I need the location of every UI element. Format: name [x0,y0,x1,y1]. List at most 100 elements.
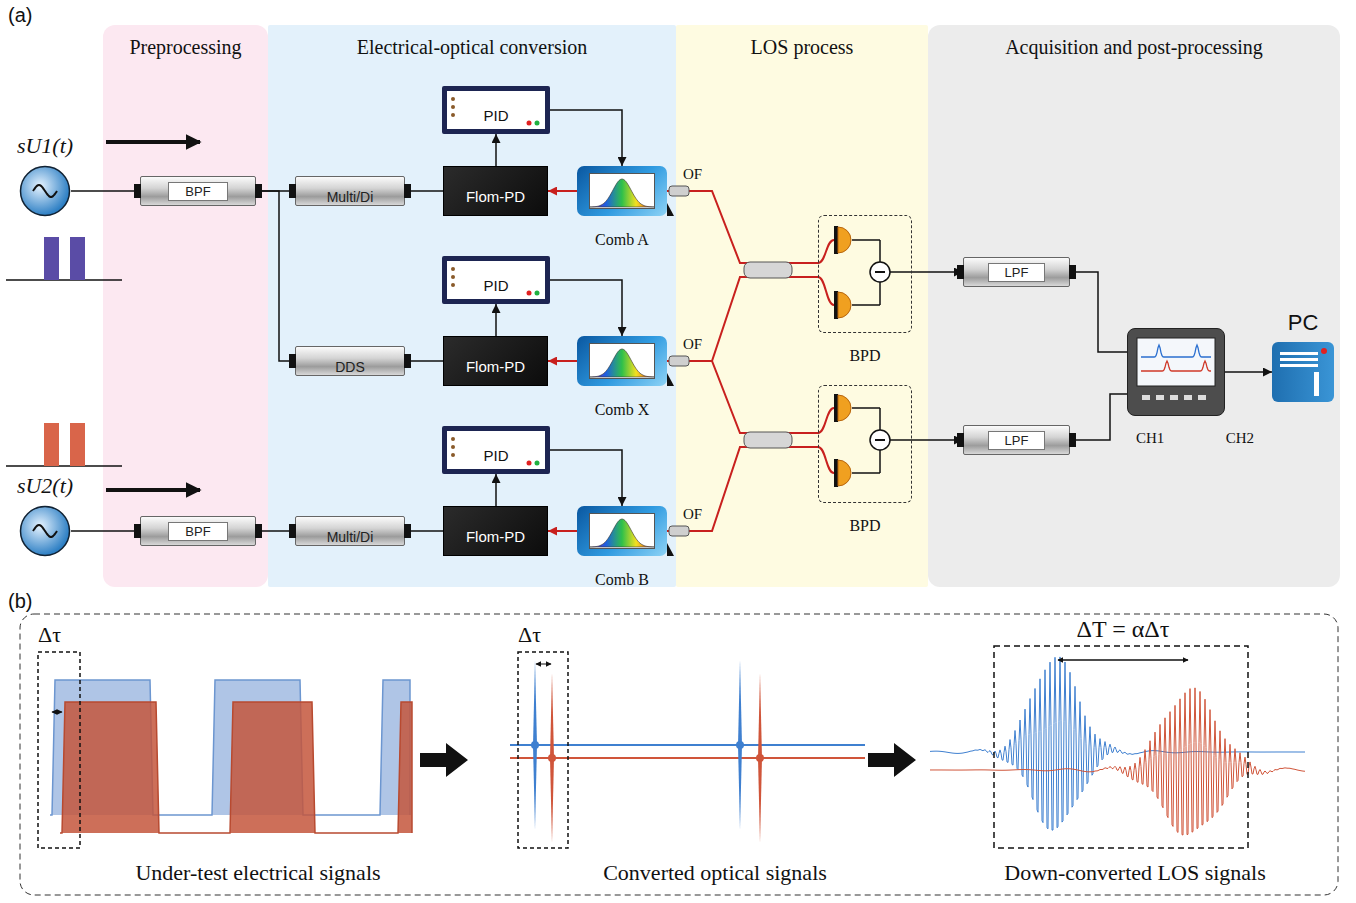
node-label: PID [483,96,508,124]
panel-b-frame [20,614,1338,895]
pulse-dot [548,754,556,762]
module-box: Multi/Di [295,176,405,206]
fiber-coupler [744,432,792,448]
node-label: Comb B [595,560,649,589]
wire [852,304,880,306]
connector-cap [289,524,296,538]
spectrum-art [590,174,654,208]
node-label: LPF [988,263,1046,282]
connector [256,191,295,361]
panel-slot [1314,372,1319,396]
minus-symbol [875,271,885,273]
indicator-dot [451,97,455,101]
flow-arrow [106,488,200,492]
connector [495,474,497,506]
label-holder: Converted optical signals [603,860,827,886]
annotation-label: Δτ [518,622,541,648]
connector-cap [1069,433,1076,447]
pc-art [1272,342,1334,402]
connector [548,190,577,192]
delay-arrow [52,712,62,713]
fiber [818,277,834,305]
connector [912,271,963,273]
pid-controller: PID [442,86,550,134]
spectrum-curve [590,519,654,547]
photodiode [838,460,851,486]
delay-arrow [536,664,551,665]
label-holder: (b) [8,590,32,613]
square-wave [60,702,412,833]
indicator-dot [451,453,455,457]
node-label: sU2(t) [17,473,73,499]
fiber-coupler [744,262,792,278]
label-holder: Δτ [38,622,61,648]
comb-display [589,513,655,549]
caption-text: Converted optical signals [603,860,827,886]
optical-comb: Comb B [577,506,667,556]
node-label: Comb X [595,390,650,419]
node-label: LOS process [676,25,928,59]
node-label: sU1(t) [17,133,73,159]
connector [495,304,497,336]
oscilloscope: CH1CH2 [1127,328,1225,416]
annotation-label: ΔT = αΔτ [1077,616,1170,643]
pulse [44,423,59,466]
spectrum-art [590,344,654,378]
label-holder: CH1 CH2 [1136,415,1254,447]
subtractor [870,430,890,450]
wire [879,240,881,262]
scope-trace [1141,361,1211,371]
indicator-dot [527,121,532,126]
panel-background [103,25,268,587]
connector-cap [1069,265,1076,279]
annotation-label: (b) [8,590,32,613]
photodiode [838,227,851,253]
fiber [818,408,834,433]
annotation-label: (a) [8,4,32,27]
scope-trace [1141,345,1211,357]
label-holder: Comb A [557,216,687,249]
connector-cap [289,184,296,198]
photodetector-box: Flom-PD [443,166,548,216]
wire [890,439,912,441]
wire [890,271,912,273]
label-holder: Down-converted LOS signals [1004,860,1266,886]
connector-cap [404,184,411,198]
connector [550,450,622,506]
scope-button [1156,395,1164,400]
connector-cap [255,184,262,198]
spectrum-curve [590,179,654,207]
module-box: DDS [295,346,405,376]
wire [879,450,881,473]
photodiode-plate [834,226,838,254]
annotation-label: OF [683,336,702,353]
indicator-dot [451,105,455,109]
connector [1070,394,1127,440]
wire [879,282,881,305]
node-label: CH2 [1226,419,1254,447]
minus-symbol [875,439,885,441]
node-label: CH1 [1136,419,1164,447]
connector-cap [957,265,964,279]
signal-source: sU2(t) [19,505,71,557]
pulse [70,423,85,466]
connector-cap [134,524,141,538]
filter-box: BPF [140,176,256,206]
source-art [19,165,71,217]
connector-cap [134,184,141,198]
connector [1225,371,1272,373]
connector [667,361,818,433]
drive-slot [1280,358,1318,361]
spectrum-art [590,514,654,548]
caption-text: Under-test electrical signals [135,860,380,886]
label-holder: BPD [799,502,931,535]
fiber-connector [669,526,689,536]
delay-arrow [1058,659,1188,661]
label-holder: OF [683,505,702,523]
flow-arrow [106,140,200,144]
connector-cap [289,354,296,368]
